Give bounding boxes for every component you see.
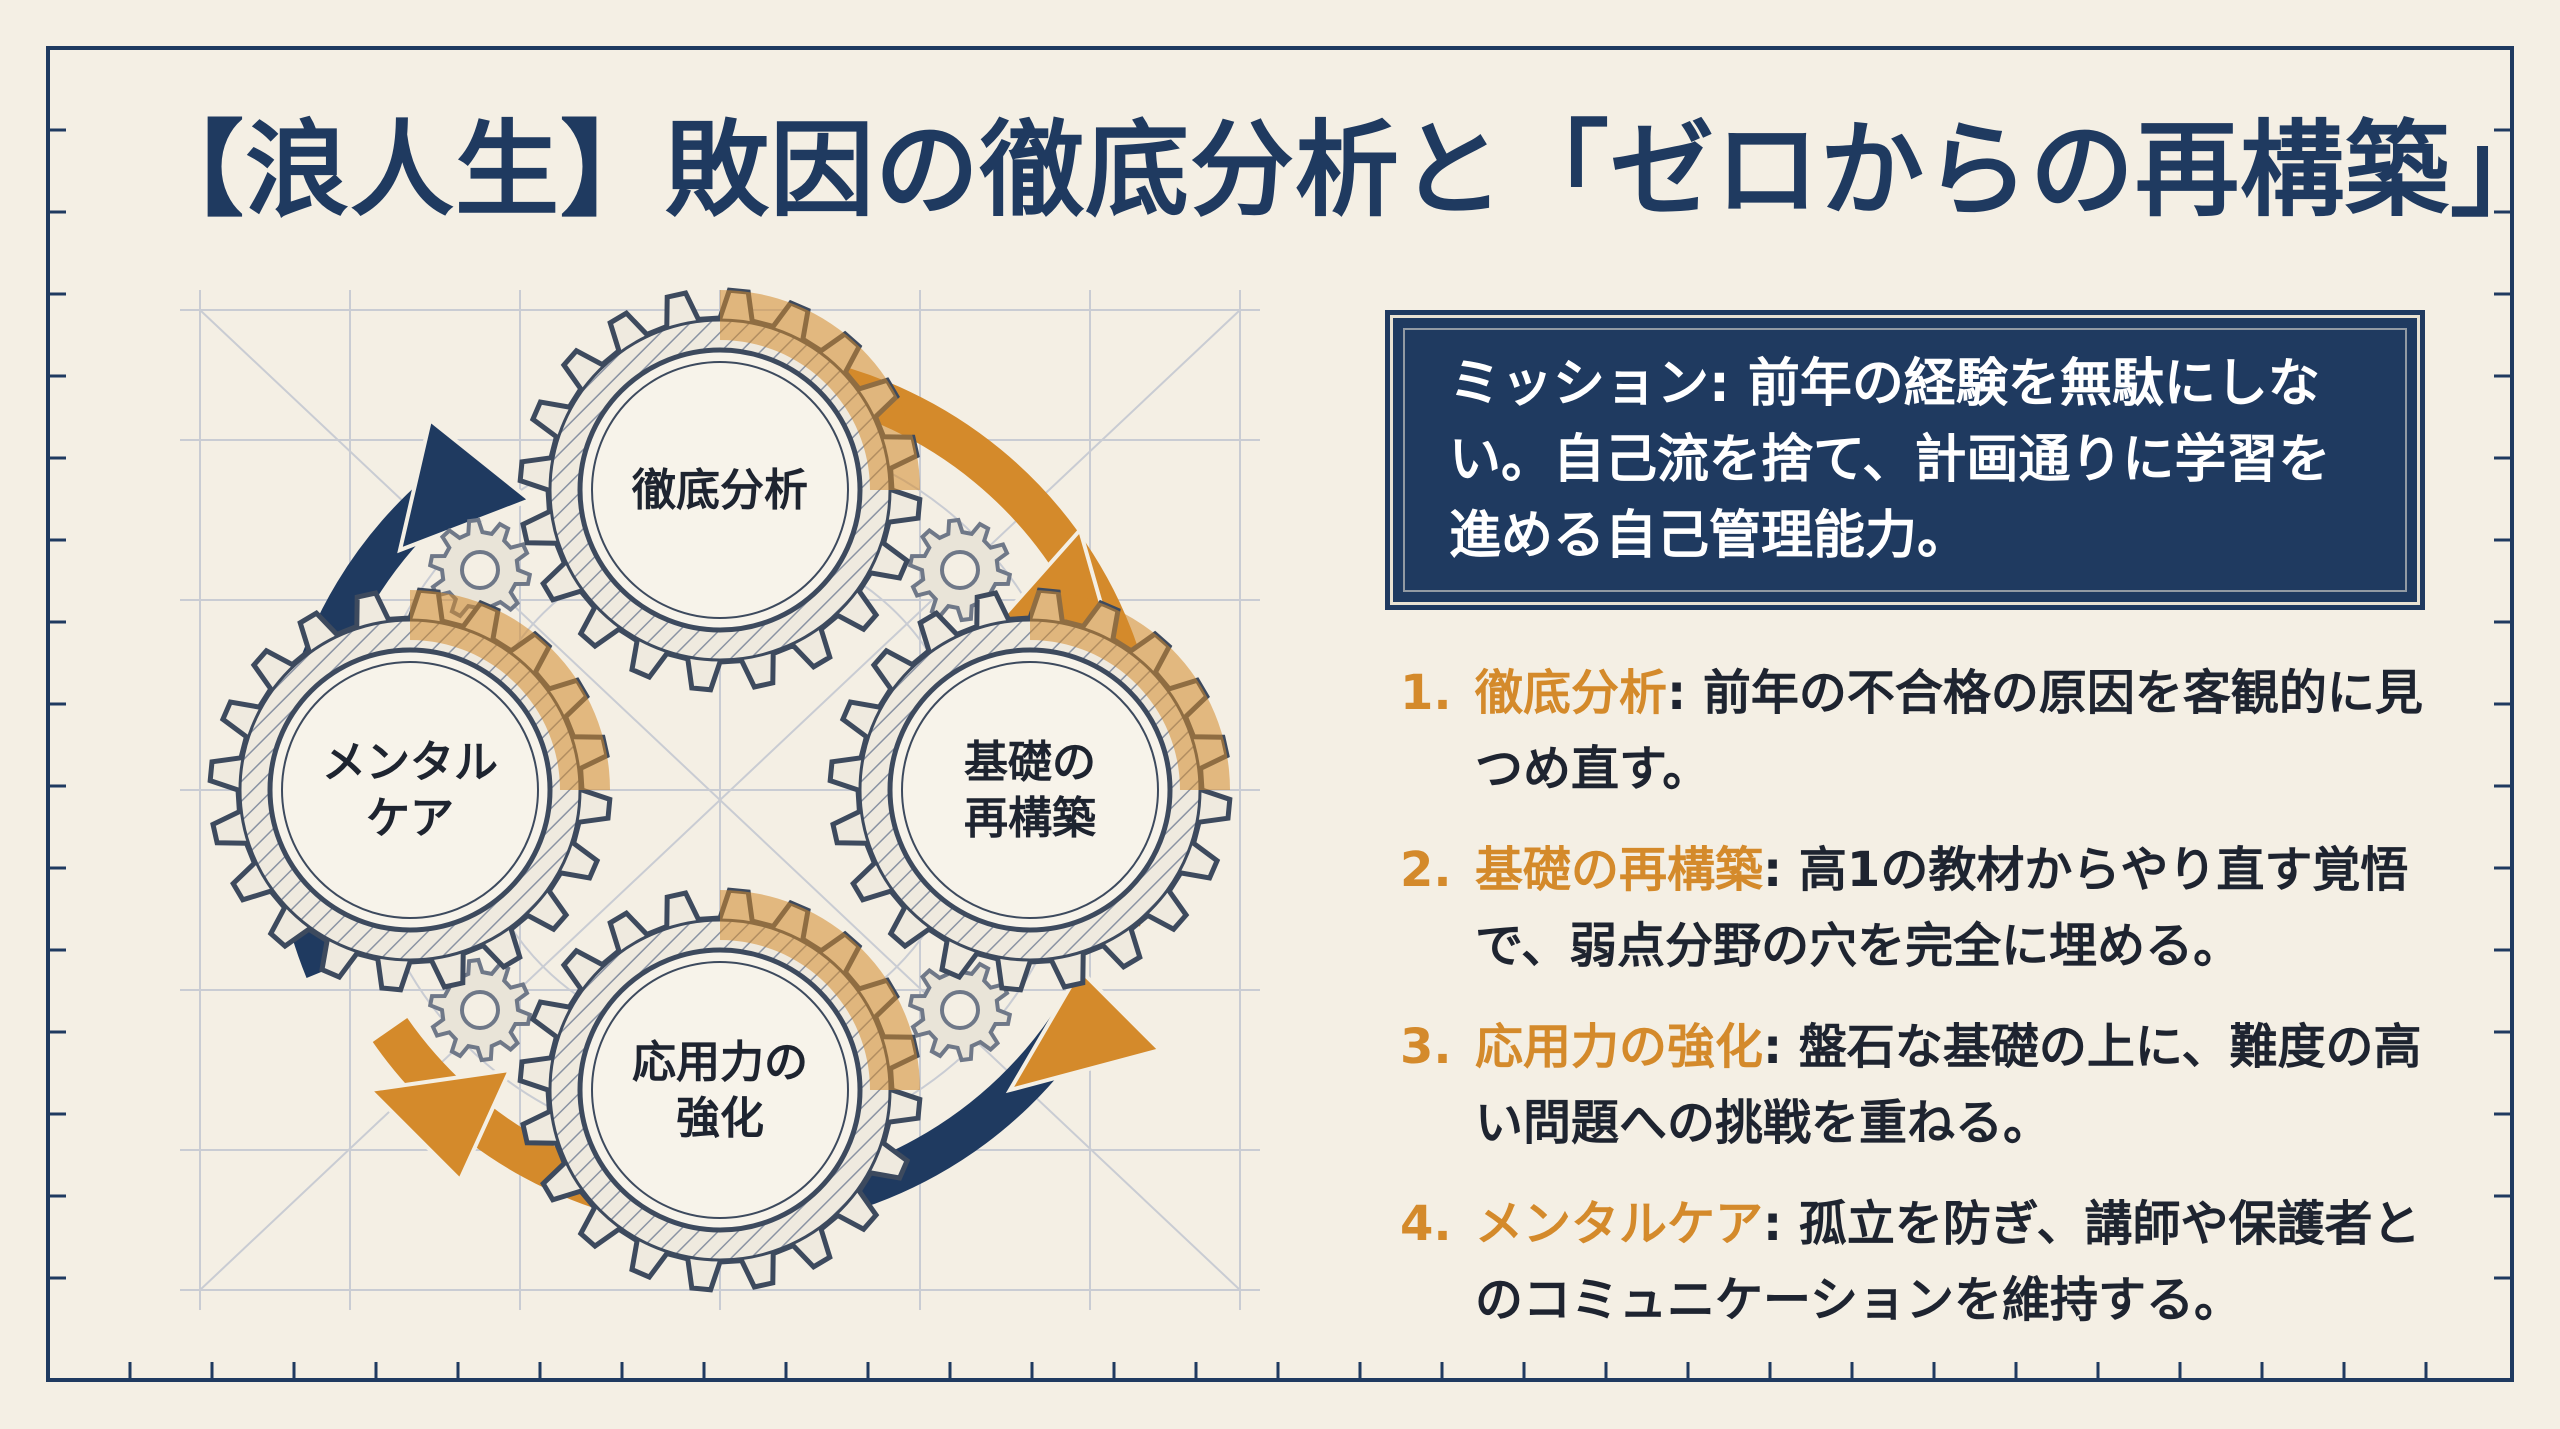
mission-box: ミッション: 前年の経験を無駄にしない。自己流を捨て、計画通りに学習を進める自己… [1385,310,2425,610]
step-term: 基礎の再構築 [1475,842,1764,898]
gear-hub-ring [901,661,1159,919]
step-item: 2. 基礎の再構築: 高1の教材からやり直す覚悟で、弱点分野の穴を完全に埋める。 [1400,832,2460,984]
step-item: 4. メンタルケア: 孤立を防ぎ、講師や保護者とのコミュニケーションを維持する。 [1400,1186,2460,1338]
gear-analysis: 徹底分析 [517,287,923,693]
step-item: 3. 応用力の強化: 盤石な基礎の上に、難度の高い問題への挑戦を重ねる。 [1400,1009,2460,1161]
cycle-diagram: 徹底分析 基礎の再構築 応用力の強化 メンタルケア [180,287,1260,1310]
gear-mental-care: メンタルケア [207,587,613,993]
steps-list: 1. 徹底分析: 前年の不合格の原因を客観的に見つめ直す。 2. 基礎の再構築: 高1… [1400,655,2460,1363]
step-number: 2. [1400,842,1452,898]
step-description: : 前年の不合格の原因を客観的に見つめ直す。 [1475,665,2423,797]
step-term: 応用力の強化 [1475,1019,1764,1075]
gear-label: 再構築 [964,793,1097,844]
gear-strengthen-application: 応用力の強化 [517,887,923,1293]
step-term: 徹底分析 [1475,665,1668,721]
blueprint-frame [46,46,2514,1382]
step-number: 4. [1400,1196,1452,1252]
small-gear-icon [907,957,1013,1063]
step-number: 3. [1400,1019,1452,1075]
gear-hub [267,647,553,933]
gear-hub [577,947,863,1233]
step-number: 1. [1400,665,1452,721]
gear-label: 強化 [676,1093,764,1144]
page-title: 【浪人生】敗因の徹底分析と「ゼロからの再構築」 [140,109,2556,231]
step-description: : 高1の教材からやり直す覚悟で、弱点分野の穴を完全に埋める。 [1475,842,2409,974]
step-term: メンタルケア [1475,1196,1764,1252]
gear-label: 基礎の [964,737,1096,788]
step-description: : 盤石な基礎の上に、難度の高い問題への挑戦を重ねる。 [1475,1019,2422,1151]
gear-accent [720,290,920,490]
gear-accent [1030,590,1230,790]
gear-hub-ring [281,661,539,919]
arrowhead-top-left [397,416,534,554]
gear-hub-ring [591,961,849,1219]
gear-hub-ring [591,361,849,619]
gear-accent [410,590,610,790]
gear-label: 応用力の [632,1037,808,1088]
step-description: : 孤立を防ぎ、講師や保護者とのコミュニケーションを維持する。 [1475,1196,2421,1328]
arrowhead-bottom-left [365,1067,514,1184]
arrowhead-bottom-right [1005,966,1164,1094]
gear-label: ケア [366,793,454,844]
small-gear-icon [427,517,533,623]
gear-label: メンタル [322,737,498,788]
gear-rebuild-basics: 基礎の再構築 [827,587,1233,993]
gear-accent [720,890,920,1090]
mission-text: ミッション: 前年の経験を無駄にしない。自己流を捨て、計画通りに学習を進める自己… [1449,354,2331,566]
step-item: 1. 徹底分析: 前年の不合格の原因を客観的に見つめ直す。 [1400,655,2460,807]
gear-hub [577,347,863,633]
gear-label: 徹底分析 [631,465,808,516]
gear-hub [887,647,1173,933]
